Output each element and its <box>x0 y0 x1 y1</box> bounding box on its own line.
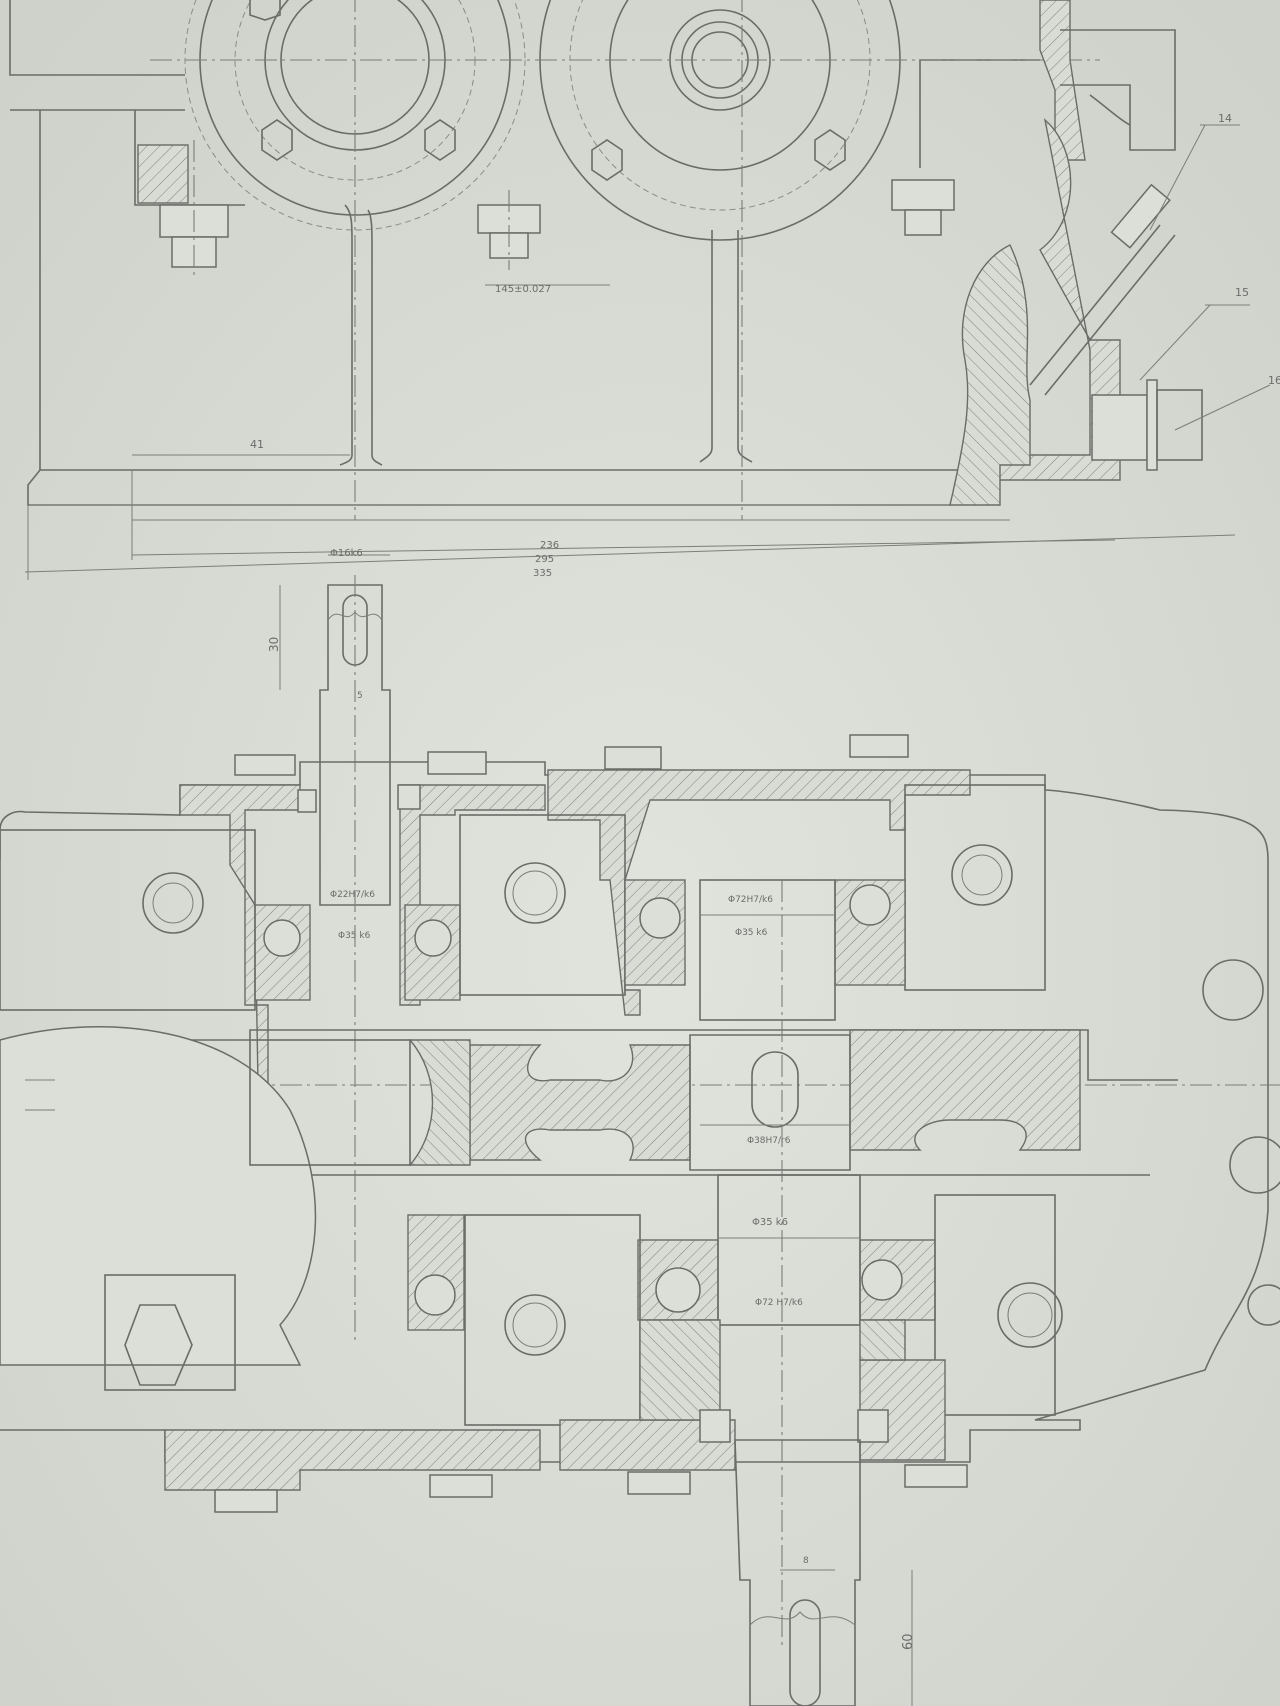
plan-view-section: Φ16k6 30 5 Φ22H7/k6 Φ35 k6 <box>0 548 1280 1706</box>
balloon-14: 14 <box>1218 112 1232 125</box>
dim-output-length: 60 <box>901 1633 916 1650</box>
dim-bearing-mid-1: Φ72H7/k6 <box>728 895 773 905</box>
dim-bearing-input-1: Φ22H7/k6 <box>330 890 375 900</box>
dim-shaft-top: Φ16k6 <box>330 548 363 559</box>
dim-key-input: 5 <box>357 691 363 701</box>
dim-input-length: 30 <box>267 637 281 652</box>
dim-center-hole: 145±0.027 <box>495 284 551 295</box>
dim-length-236: 236 <box>540 540 559 551</box>
dim-length-335: 335 <box>533 568 552 579</box>
dim-bearing-out-1: Φ35 k6 <box>752 1217 788 1228</box>
top-view-front-elevation: 14 15 16 41 145±0.027 236 295 335 <box>9 0 1280 580</box>
dim-gear-fit: Φ38H7/r6 <box>747 1136 791 1146</box>
dim-bearing-input-2: Φ35 k6 <box>338 931 371 941</box>
dim-length-295: 295 <box>535 554 554 565</box>
balloon-15: 15 <box>1235 286 1249 299</box>
dim-key-output: 8 <box>803 1556 809 1566</box>
dim-bearing-mid-2: Φ35 k6 <box>735 928 768 938</box>
dim-left: 41 <box>250 438 264 451</box>
balloon-16: 16 <box>1268 374 1280 387</box>
dim-bearing-out-2: Φ72 H7/k6 <box>755 1298 803 1308</box>
